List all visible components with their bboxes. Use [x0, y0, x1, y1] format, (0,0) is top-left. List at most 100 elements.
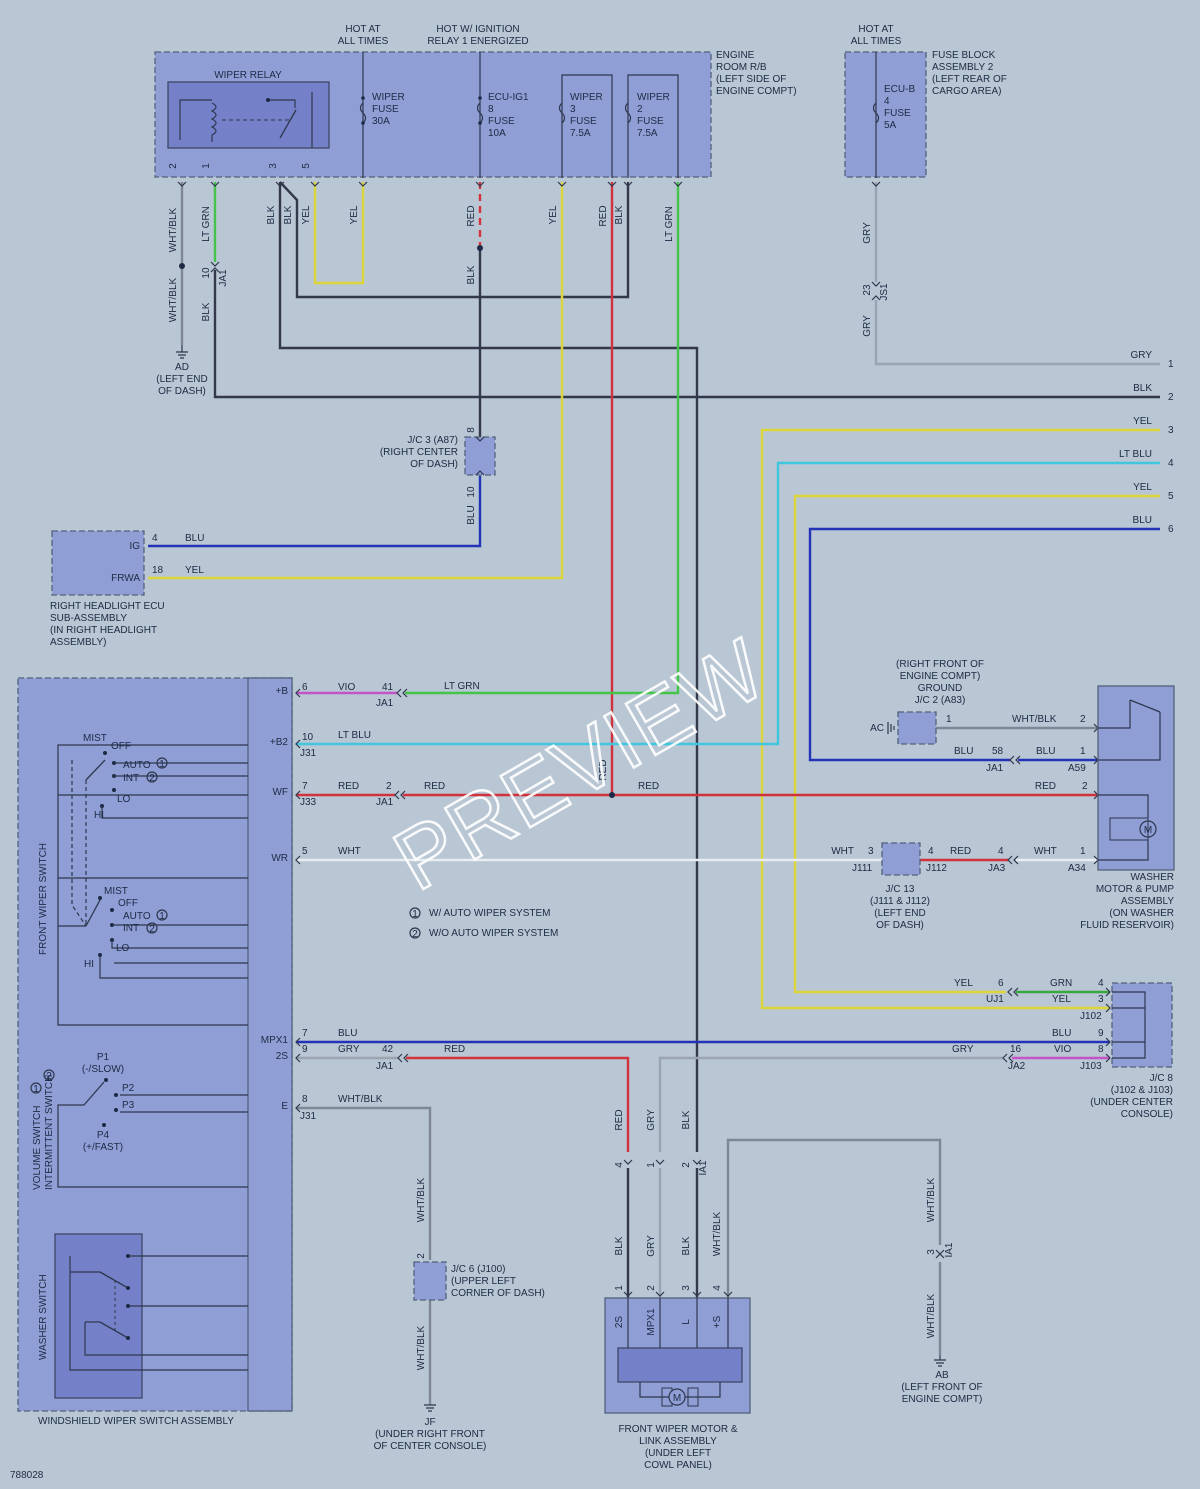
svg-text:6: 6 — [302, 682, 308, 693]
svg-text:7: 7 — [302, 1028, 308, 1039]
svg-text:1: 1 — [33, 1084, 39, 1095]
jc8-junction — [1111, 982, 1173, 1068]
wiper-relay-label: WIPER RELAY — [214, 70, 282, 81]
svg-text:2: 2 — [149, 924, 155, 935]
svg-text:2: 2 — [386, 781, 392, 792]
svg-text:A34: A34 — [1068, 863, 1086, 874]
svg-text:MIST: MIST — [104, 886, 128, 897]
svg-text:J31: J31 — [300, 748, 317, 759]
svg-text:WHT/BLK: WHT/BLK — [416, 1177, 427, 1222]
svg-text:1: 1 — [201, 163, 212, 169]
ground-ac-label: AC — [870, 723, 884, 734]
svg-text:3: 3 — [868, 846, 874, 857]
wiper-fuse-30a-icon — [359, 52, 367, 178]
svg-text:RED: RED — [598, 205, 609, 226]
svg-text:10: 10 — [466, 486, 477, 498]
svg-text:M: M — [673, 1393, 681, 1404]
svg-text:41: 41 — [382, 682, 394, 693]
jc6-junction — [413, 1261, 447, 1301]
svg-text:YEL: YEL — [548, 205, 559, 224]
svg-text:IA1: IA1 — [698, 1160, 709, 1175]
legend-auto-wiper: W/ AUTO WIPER SYSTEM — [429, 908, 551, 919]
svg-text:9: 9 — [302, 1044, 308, 1055]
svg-text:AUTO: AUTO — [123, 911, 151, 922]
svg-text:2: 2 — [1168, 392, 1174, 403]
svg-text:J102: J102 — [1080, 1011, 1102, 1022]
svg-text:BLU: BLU — [185, 533, 204, 544]
svg-text:10: 10 — [201, 267, 212, 279]
svg-text:RED: RED — [638, 781, 659, 792]
svg-text:JS1: JS1 — [879, 283, 890, 301]
svg-text:18: 18 — [152, 565, 164, 576]
svg-text:WHT: WHT — [1034, 846, 1057, 857]
svg-text:JA1: JA1 — [376, 1061, 394, 1072]
svg-text:7: 7 — [302, 781, 308, 792]
svg-text:4: 4 — [152, 533, 158, 544]
svg-text:WHT/BLK: WHT/BLK — [338, 1094, 383, 1105]
svg-text:BLK: BLK — [614, 205, 625, 224]
jc3-junction — [464, 436, 496, 476]
svg-text:2: 2 — [412, 929, 418, 940]
wiper-fuse-3-icon — [558, 74, 613, 178]
svg-text:2: 2 — [681, 1162, 692, 1168]
svg-text:UJ1: UJ1 — [986, 994, 1004, 1005]
svg-text:RED: RED — [614, 1109, 625, 1130]
washer-motor-pump-assembly — [1097, 685, 1175, 871]
svg-text:58: 58 — [992, 746, 1004, 757]
svg-text:AUTO: AUTO — [123, 760, 151, 771]
svg-text:GRY: GRY — [862, 222, 873, 244]
svg-text:P1(-/SLOW): P1(-/SLOW) — [82, 1052, 124, 1075]
svg-text:+B2: +B2 — [270, 737, 289, 748]
svg-text:LO: LO — [116, 943, 130, 954]
ground-ac-icon — [887, 722, 895, 734]
svg-text:IA1: IA1 — [944, 1242, 955, 1257]
svg-text:MIST: MIST — [83, 733, 107, 744]
svg-text:RED: RED — [950, 846, 971, 857]
svg-text:BLK: BLK — [681, 1110, 692, 1129]
jc13-junction — [881, 842, 921, 876]
svg-text:4: 4 — [998, 846, 1004, 857]
svg-text:GRY: GRY — [646, 1109, 657, 1131]
svg-text:1: 1 — [159, 911, 165, 922]
svg-text:WHT/BLK: WHT/BLK — [712, 1211, 723, 1256]
svg-text:YEL: YEL — [1133, 482, 1152, 493]
svg-text:HI: HI — [84, 959, 94, 970]
svg-text:P3: P3 — [122, 1100, 135, 1111]
svg-text:1: 1 — [614, 1285, 625, 1291]
svg-text:GRN: GRN — [1050, 978, 1072, 989]
splice-points — [179, 245, 615, 798]
svg-text:3: 3 — [1168, 425, 1174, 436]
svg-text:2: 2 — [646, 1285, 657, 1291]
ecu-ig-terminal: IG — [129, 541, 140, 552]
legend: 1 W/ AUTO WIPER SYSTEM 2 W/O AUTO WIPER … — [409, 907, 558, 940]
svg-text:+S: +S — [712, 1315, 723, 1328]
svg-text:2: 2 — [149, 773, 155, 784]
fuse-block-assembly-2 — [844, 51, 927, 178]
svg-text:1: 1 — [946, 714, 952, 725]
wire-yel-bus5 — [793, 494, 1160, 994]
svg-text:WHT/BLK: WHT/BLK — [168, 207, 179, 252]
volume-switch-internals — [57, 1078, 248, 1188]
svg-text:BLK: BLK — [266, 205, 277, 224]
wire-blu-jc3 — [148, 476, 482, 548]
svg-text:RED: RED — [1035, 781, 1056, 792]
svg-text:4: 4 — [614, 1162, 625, 1168]
svg-text:VIO: VIO — [1054, 1044, 1071, 1055]
svg-text:2: 2 — [1080, 714, 1086, 725]
legend-no-auto-wiper: W/O AUTO WIPER SYSTEM — [429, 928, 558, 939]
wire-yel-loop — [313, 182, 365, 285]
switch-terminal-labels: +B +B2 WF WR MPX1 2S E — [261, 686, 289, 1112]
svg-text:RED: RED — [338, 781, 359, 792]
ecu-b-fuse-icon — [872, 52, 880, 178]
svg-text:YEL: YEL — [1052, 994, 1071, 1005]
svg-text:1: 1 — [1168, 359, 1174, 370]
